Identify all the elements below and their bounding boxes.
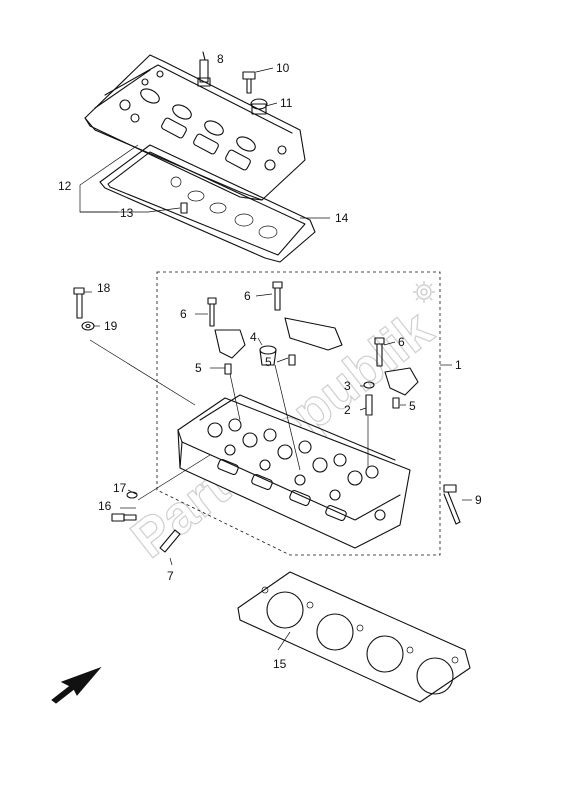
leader-lines (79, 62, 472, 651)
callout-6c: 6 (398, 335, 405, 349)
cam-cap-left (207, 297, 246, 359)
clip-3 (363, 381, 375, 389)
callout-9: 9 (475, 493, 482, 507)
callout-2: 2 (344, 403, 351, 417)
callout-6a: 6 (180, 307, 187, 321)
callout-12: 12 (58, 179, 72, 193)
bolt-15 (242, 71, 256, 94)
spark-plug-8 (197, 51, 211, 87)
callout-3: 3 (344, 379, 351, 393)
callout-17: 15 (273, 657, 287, 671)
bolt-10 (111, 513, 137, 522)
callout-11: 17 (113, 481, 127, 495)
callout-7: 7 (167, 569, 174, 583)
bolt-18 (73, 287, 85, 319)
callout-15: 10 (276, 61, 290, 75)
bolt-9 (443, 484, 461, 525)
seal-4 (259, 345, 277, 366)
callout-10: 16 (98, 499, 112, 513)
callout-6b: 6 (244, 289, 251, 303)
pin-13 (180, 202, 188, 214)
callouts: 8 10 11 12 13 14 18 19 6 6 6 4 5 5 5 3 2… (58, 52, 482, 671)
cam-cap-center (272, 281, 343, 351)
gear-icon (413, 281, 435, 303)
callout-5c: 5 (409, 399, 416, 413)
callout-16: 11 (280, 96, 293, 110)
washer-19 (81, 321, 95, 331)
grommet-16 (250, 98, 268, 115)
cylinder-head (177, 394, 411, 549)
callout-4: 4 (250, 330, 257, 344)
assembly-dashed-box (156, 271, 441, 556)
stud-7 (159, 529, 181, 553)
washer-11 (126, 491, 138, 499)
callout-8: 8 (217, 52, 224, 66)
cam-cap-right (374, 337, 419, 396)
callout-13: 13 (120, 206, 134, 220)
cover-gasket (99, 144, 316, 263)
callout-5a: 5 (265, 355, 272, 369)
callout-18: 18 (97, 281, 111, 295)
callout-1: 1 (455, 358, 462, 372)
cylinder-head-cover (84, 54, 306, 201)
guide-2 (365, 394, 373, 416)
callout-14: 14 (335, 211, 349, 225)
callout-19: 19 (104, 319, 118, 333)
dowel-pins-5 (224, 354, 400, 409)
head-gasket (237, 571, 471, 703)
front-arrow-icon (51, 666, 102, 704)
callout-5b: 5 (195, 361, 202, 375)
